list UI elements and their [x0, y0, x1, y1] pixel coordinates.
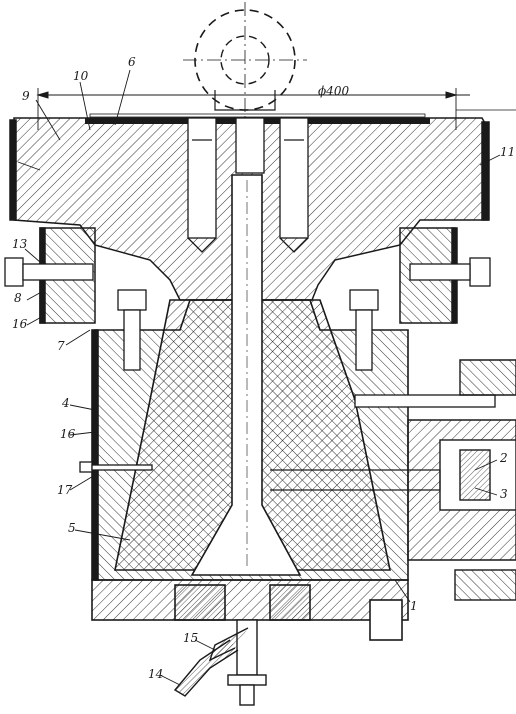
label-16-lower: 16: [60, 427, 76, 441]
label-9: 9: [22, 89, 30, 103]
label-7: 7: [57, 339, 65, 353]
label-5: 5: [68, 521, 76, 535]
label-2: 2: [500, 451, 508, 465]
nozzle-assembly: [173, 619, 267, 706]
injection-unit: [270, 359, 516, 601]
label-14: 14: [148, 667, 164, 681]
dimension-label: ϕ400: [318, 84, 350, 98]
label-13: 13: [12, 237, 28, 251]
label-15: 15: [183, 631, 199, 645]
label-6: 6: [128, 55, 136, 69]
label-17: 17: [57, 483, 73, 497]
label-8: 8: [14, 291, 22, 305]
leader-lines: [17, 69, 501, 686]
label-1: 1: [410, 599, 418, 613]
side-bolts: [4, 257, 496, 473]
label-16-upper: 16: [12, 317, 28, 331]
bottom-plate: [91, 579, 409, 641]
label-10: 10: [73, 69, 89, 83]
sprue-channel: [190, 174, 302, 576]
lifting-eye: [183, 2, 307, 128]
label-11: 11: [500, 145, 516, 159]
upper-bolts: [187, 117, 309, 253]
label-3: 3: [500, 487, 508, 501]
label-4: 4: [62, 396, 70, 410]
